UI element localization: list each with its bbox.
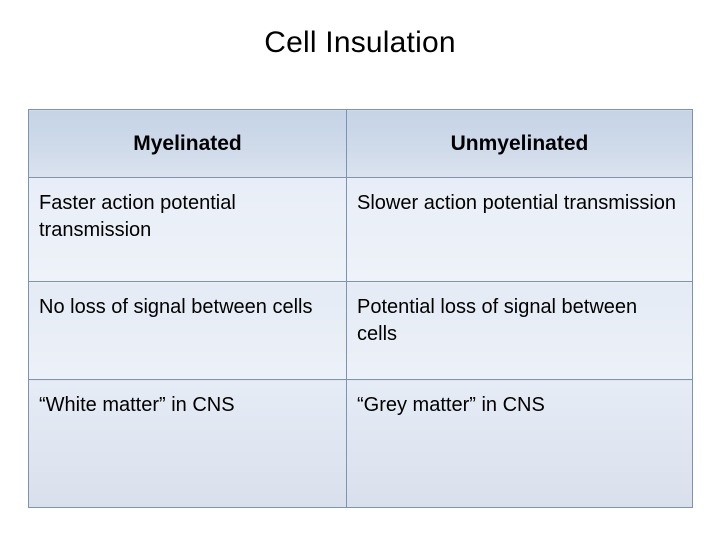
comparison-table: Myelinated Unmyelinated Faster action po… xyxy=(28,109,693,508)
cell-unmyelinated-matter: “Grey matter” in CNS xyxy=(346,379,693,508)
cell-myelinated-signal-loss: No loss of signal between cells xyxy=(28,281,347,380)
column-header-myelinated: Myelinated xyxy=(28,109,347,178)
table-row: “White matter” in CNS “Grey matter” in C… xyxy=(28,379,693,508)
cell-myelinated-matter: “White matter” in CNS xyxy=(28,379,347,508)
table-row: Faster action potential transmission Slo… xyxy=(28,177,693,282)
table-row: No loss of signal between cells Potentia… xyxy=(28,281,693,380)
cell-unmyelinated-signal-loss: Potential loss of signal between cells xyxy=(346,281,693,380)
column-header-unmyelinated: Unmyelinated xyxy=(346,109,693,178)
cell-unmyelinated-transmission: Slower action potential transmission xyxy=(346,177,693,282)
table-header-row: Myelinated Unmyelinated xyxy=(28,109,693,178)
comparison-table-container: Myelinated Unmyelinated Faster action po… xyxy=(28,109,693,508)
page-title: Cell Insulation xyxy=(264,26,456,59)
cell-myelinated-transmission: Faster action potential transmission xyxy=(28,177,347,282)
